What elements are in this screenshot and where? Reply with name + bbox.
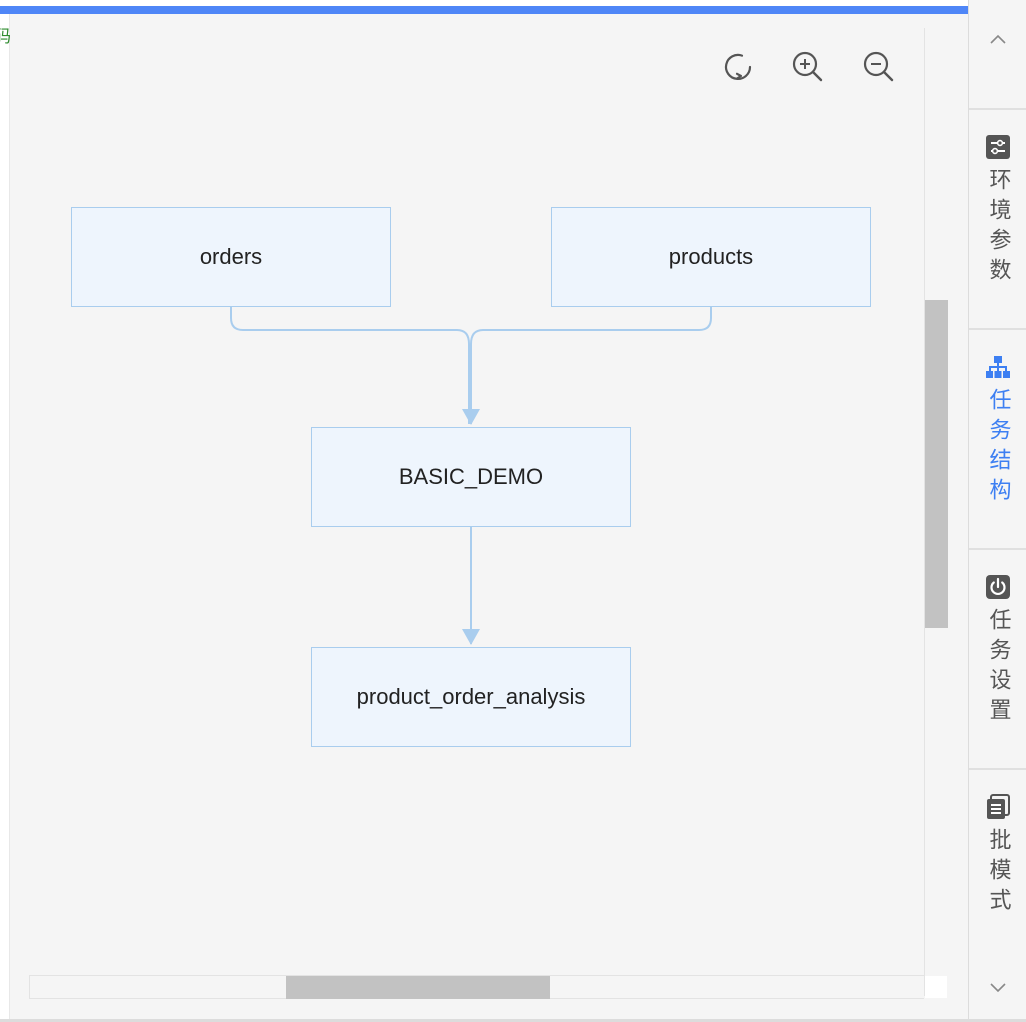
canvas-right-border xyxy=(924,28,925,996)
refresh-button[interactable] xyxy=(720,48,756,84)
left-gutter xyxy=(0,14,10,1022)
zoom-out-button[interactable] xyxy=(860,48,896,84)
sidebar-item-env-params[interactable]: 环境参数 xyxy=(969,134,1026,288)
top-accent-bar xyxy=(0,6,968,14)
chevron-down-icon xyxy=(989,983,1006,993)
bottom-border xyxy=(0,1019,1026,1022)
node-label: product_order_analysis xyxy=(356,684,586,709)
zoom-out-icon xyxy=(863,51,894,82)
node-label: products xyxy=(668,244,754,269)
node-basic-demo[interactable]: BASIC_DEMO xyxy=(311,427,631,527)
node-product-order-analysis[interactable]: product_order_analysis xyxy=(311,647,631,747)
sidebar-item-task-settings[interactable]: 任务设置 xyxy=(969,574,1026,728)
zoom-in-button[interactable] xyxy=(789,48,825,84)
document-stack-icon xyxy=(986,794,1010,819)
refresh-icon xyxy=(724,53,752,80)
node-orders[interactable]: orders xyxy=(71,207,391,307)
arrow-into-analysis xyxy=(462,629,480,645)
sidebar-item-batch-mode[interactable]: 批模式 xyxy=(969,794,1026,918)
sidebar-item-label: 任务结构 xyxy=(985,388,1011,508)
node-products[interactable]: products xyxy=(551,207,871,307)
node-label: orders xyxy=(199,244,263,269)
sidebar-item-task-structure[interactable]: 任务结构 xyxy=(969,354,1026,508)
sidebar-item-label: 环境参数 xyxy=(985,168,1011,288)
scrollbar-corner xyxy=(925,976,947,998)
scroll-down-button[interactable] xyxy=(969,972,1026,1002)
sidebar-divider xyxy=(969,768,1026,770)
horizontal-scrollbar-thumb[interactable] xyxy=(286,976,550,999)
clipped-text: 码 xyxy=(0,27,11,47)
zoom-in-icon xyxy=(792,51,823,82)
sidebar-item-label: 批模式 xyxy=(985,828,1011,918)
sidebar-divider xyxy=(969,548,1026,550)
sidebar-item-label: 任务设置 xyxy=(985,608,1011,728)
sliders-icon xyxy=(985,135,1010,159)
chevron-up-icon xyxy=(989,34,1006,44)
scroll-up-button[interactable] xyxy=(969,24,1026,54)
sidebar-divider xyxy=(969,328,1026,330)
right-sidebar: 环境参数 任务结构 任务设置 xyxy=(968,0,1026,1019)
hierarchy-icon xyxy=(985,356,1010,378)
arrow-into-basic-demo xyxy=(462,409,480,425)
node-label: BASIC_DEMO xyxy=(398,464,544,489)
sidebar-divider xyxy=(969,108,1026,110)
power-icon xyxy=(985,575,1010,599)
edge-products-to-basic-demo xyxy=(470,307,712,424)
vertical-scrollbar-thumb[interactable] xyxy=(925,300,948,628)
graph-edges xyxy=(230,307,712,645)
edge-orders-to-basic-demo xyxy=(230,307,470,424)
